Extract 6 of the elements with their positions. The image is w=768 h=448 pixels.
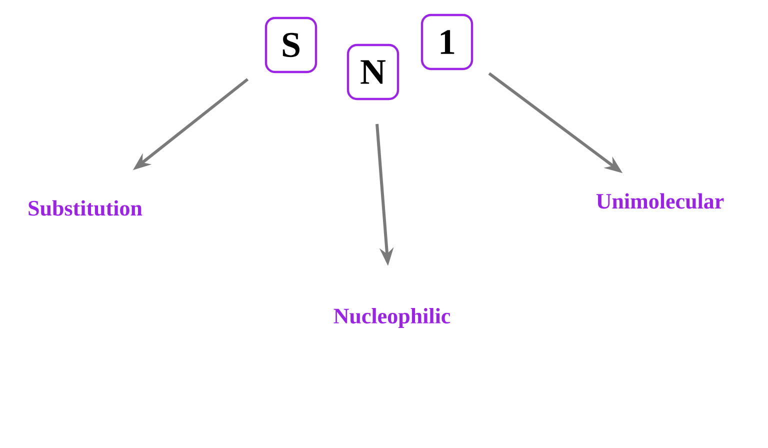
term-label: Nucleophilic — [334, 308, 450, 328]
term-label: Unimolecular — [596, 193, 724, 209]
letter-box: 1 — [420, 14, 474, 70]
letter-box: S — [264, 16, 318, 74]
letter-box: N — [346, 44, 400, 100]
term-label: Substitution — [28, 200, 142, 216]
